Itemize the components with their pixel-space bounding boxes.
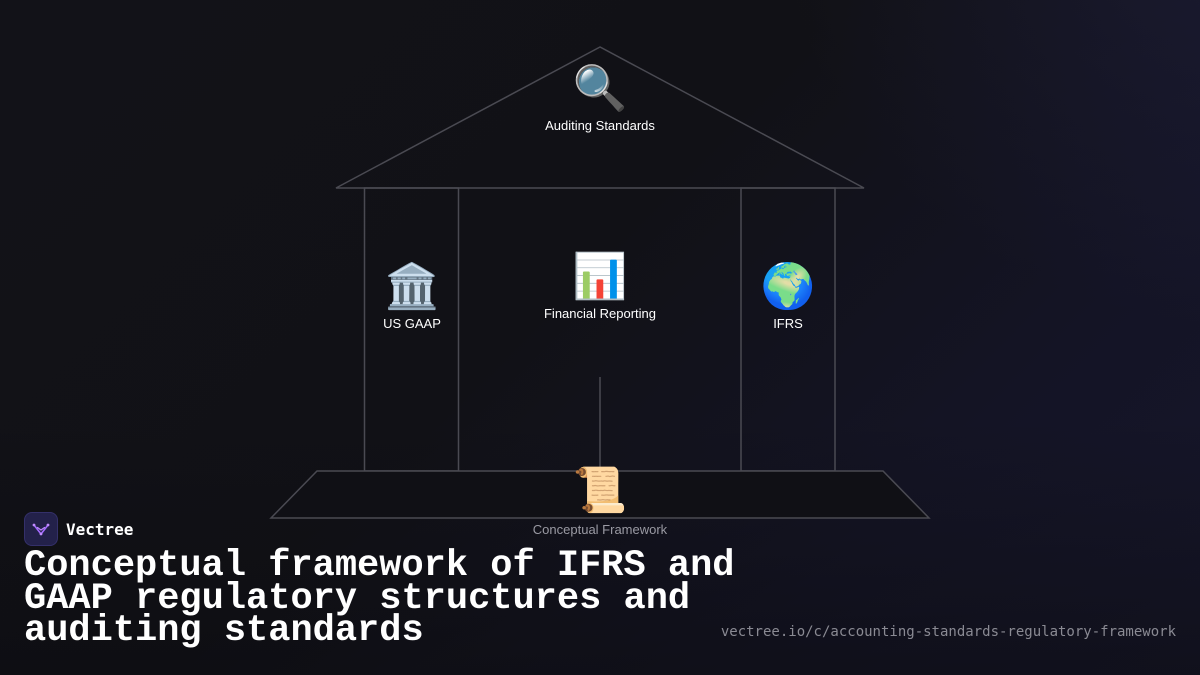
roof-outline xyxy=(335,46,865,189)
financial-reporting-label: Financial Reporting xyxy=(543,306,656,321)
ifrs-node: 🌍 IFRS xyxy=(688,262,888,332)
magnifying-glass-icon: 🔍 xyxy=(572,63,628,114)
conceptual-framework-label: Conceptual Framework xyxy=(532,522,668,537)
page-title: Conceptual framework of IFRS and GAAP re… xyxy=(24,545,735,652)
financial-reporting-node: 📊 Financial Reporting xyxy=(500,252,700,322)
vectree-logo-icon xyxy=(24,512,58,546)
globe-icon: 🌍 xyxy=(760,261,816,312)
ifrs-label: IFRS xyxy=(773,316,803,331)
bar-chart-icon: 📊 xyxy=(572,251,628,302)
brand-name: Vectree xyxy=(66,519,134,539)
auditing-standards-label: Auditing Standards xyxy=(545,118,655,133)
auditing-standards-node: 🔍 Auditing Standards xyxy=(500,64,700,134)
scroll-icon: 📜 xyxy=(572,465,628,516)
brand[interactable]: Vectree xyxy=(24,512,133,546)
page-url[interactable]: vectree.io/c/accounting-standards-regula… xyxy=(720,624,1176,640)
foundation-outline xyxy=(269,470,931,519)
conceptual-framework-node: 📜 Conceptual Framework xyxy=(470,466,730,538)
classical-building-icon: 🏛️ xyxy=(384,261,440,312)
logo-mark xyxy=(32,523,50,536)
us-gaap-label: US GAAP xyxy=(383,316,441,331)
us-gaap-node: 🏛️ US GAAP xyxy=(312,262,512,332)
